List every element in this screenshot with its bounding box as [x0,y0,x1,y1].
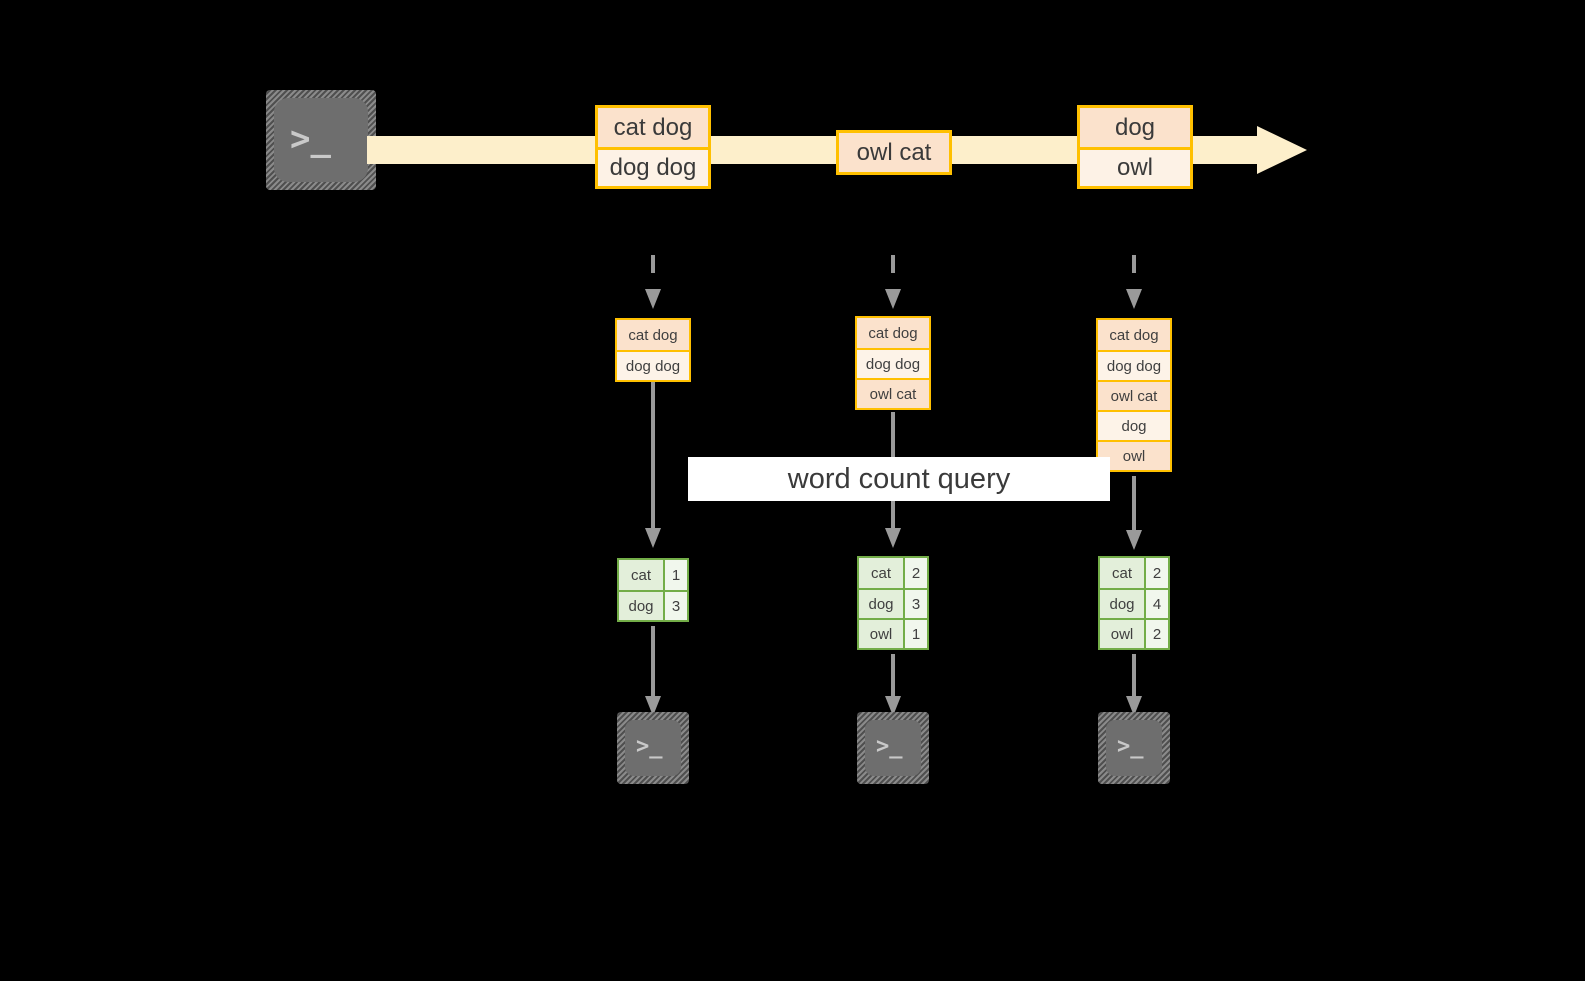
result-count: 4 [1144,590,1168,618]
terminal-prompt-label: >_ [290,119,331,159]
dashed-down-arrow-icon [885,255,901,311]
result-word: dog [1100,590,1144,618]
result-row: cat 2 [1100,558,1168,588]
result-count: 1 [903,620,927,648]
result-row: owl 2 [1100,618,1168,648]
stream-event-group-1: cat dog dog dog [595,105,711,189]
state-table-2: cat dog dog dog owl cat [855,316,931,410]
state-to-result-arrow-icon [645,382,661,550]
terminal-prompt-label: >_ [876,734,903,759]
state-row: cat dog [857,318,929,348]
stream-event-line: dog [1080,108,1190,147]
state-row: dog dog [857,348,929,378]
sink-terminal-icon-3: >_ [1098,712,1170,784]
result-to-sink-arrow-icon [645,626,661,718]
trigger-column-2: cat dog dog dog owl cat cat 2 dog 3 owl … [773,0,1013,981]
result-count: 2 [1144,558,1168,588]
dashed-down-arrow-icon [645,255,661,311]
state-row: dog dog [617,350,689,380]
sink-terminal-icon-1: >_ [617,712,689,784]
stream-event-line: dog dog [598,147,708,186]
state-row: cat dog [1098,320,1170,350]
result-to-sink-arrow-icon [1126,654,1142,718]
result-row: dog 4 [1100,588,1168,618]
stream-event-line: owl cat [839,133,949,172]
result-word: cat [619,560,663,590]
result-count: 3 [903,590,927,618]
state-table-1: cat dog dog dog [615,318,691,382]
result-word: owl [1100,620,1144,648]
terminal-prompt-label: >_ [636,734,663,759]
result-count: 2 [903,558,927,588]
stream-event-group-3: dog owl [1077,105,1193,189]
stream-event-line: cat dog [598,108,708,147]
state-row: owl cat [1098,380,1170,410]
source-terminal-icon: >_ [266,90,376,190]
sink-terminal-icon-2: >_ [857,712,929,784]
result-row: cat 1 [619,560,687,590]
query-label: word count query [688,457,1110,501]
result-word: cat [1100,558,1144,588]
state-row: dog dog [1098,350,1170,380]
state-to-result-arrow-icon [1126,476,1142,552]
result-word: owl [859,620,903,648]
result-table-3: cat 2 dog 4 owl 2 [1098,556,1170,650]
terminal-prompt-label: >_ [1117,734,1144,759]
result-word: dog [859,590,903,618]
result-count: 3 [663,592,687,620]
result-count: 2 [1144,620,1168,648]
result-row: dog 3 [859,588,927,618]
state-row: dog [1098,410,1170,440]
dashed-down-arrow-icon [1126,255,1142,311]
state-table-3: cat dog dog dog owl cat dog owl [1096,318,1172,472]
result-table-1: cat 1 dog 3 [617,558,689,622]
result-row: cat 2 [859,558,927,588]
result-row: owl 1 [859,618,927,648]
trigger-column-1: cat dog dog dog cat 1 dog 3 [533,0,773,981]
state-row: cat dog [617,320,689,350]
stream-event-line: owl [1080,147,1190,186]
result-word: dog [619,592,663,620]
result-count: 1 [663,560,687,590]
state-row: owl cat [857,378,929,408]
trigger-column-3: cat dog dog dog owl cat dog owl cat 2 do… [1014,0,1254,981]
result-to-sink-arrow-icon [885,654,901,718]
state-row: owl [1098,440,1170,470]
result-table-2: cat 2 dog 3 owl 1 [857,556,929,650]
result-row: dog 3 [619,590,687,620]
stream-event-group-2: owl cat [836,130,952,175]
result-word: cat [859,558,903,588]
